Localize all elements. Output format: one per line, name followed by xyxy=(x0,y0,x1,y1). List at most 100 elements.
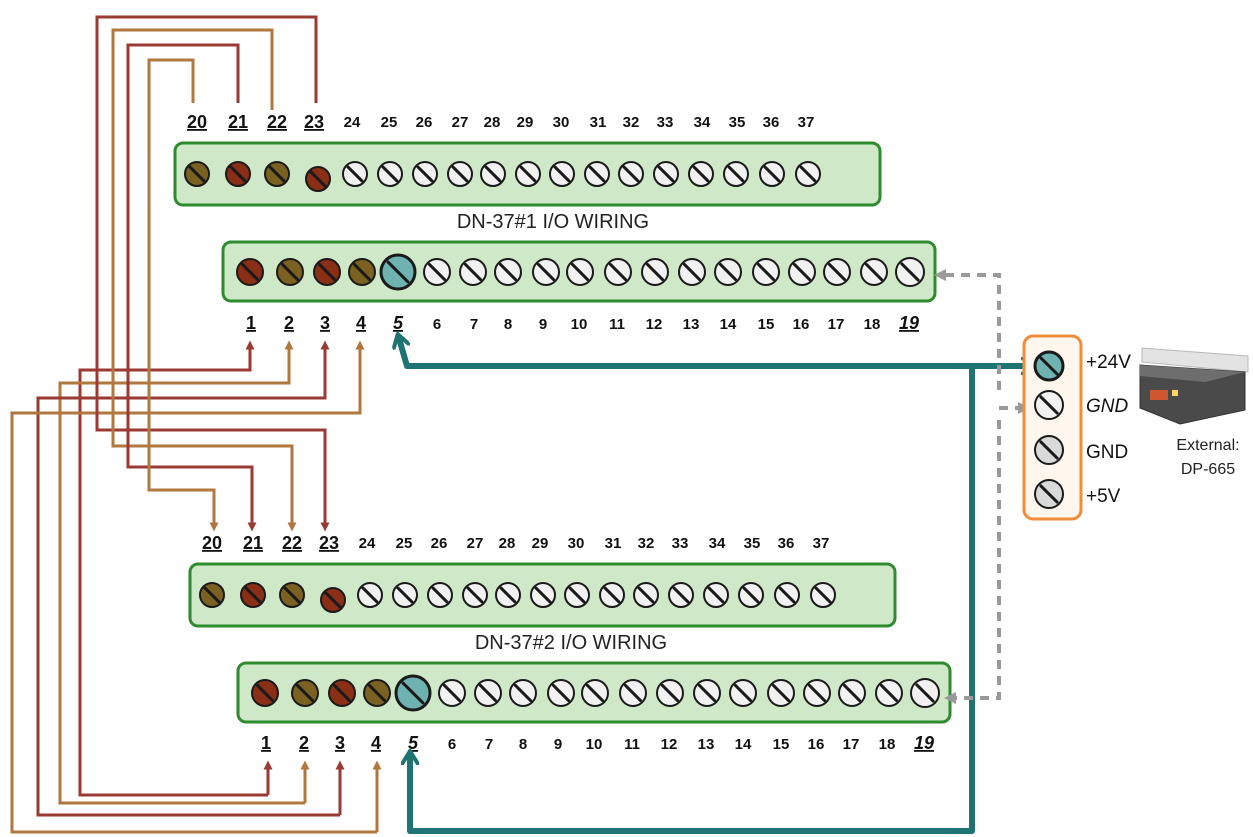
wire-b2p3-b1p21 xyxy=(36,340,340,817)
board-1-pin-label-36: 36 xyxy=(763,114,780,131)
wire-b1p20-b2p20 xyxy=(147,58,219,532)
board-2-terminal-30 xyxy=(564,582,590,608)
board-1-pin-label-7: 7 xyxy=(470,316,478,333)
power-block-frame xyxy=(1022,334,1083,521)
board-2-terminal-7 xyxy=(474,679,502,707)
wire-24v-b1p5 xyxy=(398,335,1033,369)
board-2-terminal-21 xyxy=(240,582,266,608)
board-1-terminal-11 xyxy=(604,258,632,286)
board-2-pin-label-26: 26 xyxy=(431,535,448,552)
wire-b1p23-b2p21 xyxy=(95,15,330,532)
dp665-top xyxy=(1140,365,1245,382)
board-2-terminal-32 xyxy=(633,582,659,608)
board-2-terminal-9 xyxy=(547,679,575,707)
board-2-pin-label-18: 18 xyxy=(879,736,896,753)
board-1-pin-label-11: 11 xyxy=(609,316,625,333)
board-2-pin-label-31: 31 xyxy=(605,535,622,552)
board-2-terminal-2 xyxy=(291,679,319,707)
power-terminal-1 xyxy=(1033,350,1065,382)
board-1-terminal-34 xyxy=(688,161,714,187)
board-2-terminal-29 xyxy=(530,582,556,608)
board-2-pin-label-2: 2 xyxy=(299,733,309,753)
board-1-pin-label-37: 37 xyxy=(798,114,815,131)
board-1-terminal-33 xyxy=(653,161,679,187)
board-2-pin-label-37: 37 xyxy=(813,535,830,552)
board-2-terminal-26 xyxy=(427,582,453,608)
board-1-pin-label-14: 14 xyxy=(720,316,737,333)
board-1-pin-label-27: 27 xyxy=(452,114,469,131)
board-2-pin-label-8: 8 xyxy=(519,736,527,753)
board-1-terminal-19 xyxy=(895,257,925,287)
board-1-pin-label-18: 18 xyxy=(864,316,881,333)
board-1-pin-label-8: 8 xyxy=(504,316,512,333)
board-2-terminal-25 xyxy=(392,582,418,608)
board-2-pin-label-4: 4 xyxy=(371,733,381,753)
board-1-terminal-31 xyxy=(584,161,610,187)
board-1-pin-label-4: 4 xyxy=(356,313,366,333)
board-2-pin-label-17: 17 xyxy=(843,736,860,753)
board-1-pin-label-20: 20 xyxy=(187,112,207,132)
power-label-gnd: GND xyxy=(1086,442,1128,463)
board-1-pin-label-23: 23 xyxy=(304,112,324,132)
board-2-terminal-36 xyxy=(774,582,800,608)
board-1-pin-label-12: 12 xyxy=(646,316,663,333)
gnd-wires xyxy=(934,269,1030,704)
board-1-pin-label-29: 29 xyxy=(517,114,534,131)
board-1-terminal-13 xyxy=(678,258,706,286)
board-1-pin-label-26: 26 xyxy=(416,114,433,131)
board-1-pin-label-31: 31 xyxy=(590,114,607,131)
board-2-terminal-10 xyxy=(581,679,609,707)
board-2-terminal-6 xyxy=(438,679,466,707)
board-2-terminal-5 xyxy=(394,674,432,712)
board-2-pin-label-3: 3 xyxy=(335,733,345,753)
board-1-terminal-23 xyxy=(305,166,331,192)
board-1-pin-label-10: 10 xyxy=(571,316,588,333)
board-1-pin-label-22: 22 xyxy=(267,112,287,132)
board-2-pin-label-9: 9 xyxy=(554,736,562,753)
dp665-connector xyxy=(1150,390,1168,400)
board-1-pin-label-5: 5 xyxy=(393,313,404,333)
board-2-pin-label-6: 6 xyxy=(448,736,456,753)
board-1-terminal-4 xyxy=(348,258,376,286)
board-1-terminal-28 xyxy=(480,161,506,187)
board-1-pin-label-21: 21 xyxy=(228,112,248,132)
board-2-pin-label-11: 11 xyxy=(624,736,640,753)
board-2-pin-label-16: 16 xyxy=(808,736,825,753)
board-1-terminal-20 xyxy=(184,161,210,187)
board-2-terminal-37 xyxy=(810,582,836,608)
board-1-pin-label-13: 13 xyxy=(683,316,700,333)
power-terminal-block: +24V GND GND +5V xyxy=(1022,334,1131,521)
dp665-bracket xyxy=(1141,347,1249,373)
board-2-terminal-17 xyxy=(838,679,866,707)
external-label: External: xyxy=(1176,437,1239,454)
board-1-pin-label-24: 24 xyxy=(344,114,361,131)
power-terminal-2 xyxy=(1034,390,1064,420)
board-1-pin-label-30: 30 xyxy=(553,114,570,131)
board-2-terminal-33 xyxy=(668,582,694,608)
board-2-terminal-11 xyxy=(619,679,647,707)
board-2-pin-label-34: 34 xyxy=(709,535,726,552)
wire-b2p1-b1p23 xyxy=(78,340,268,797)
board-1-terminal-21 xyxy=(225,161,251,187)
board-2-terminal-15 xyxy=(767,679,795,707)
wire-b1p21-b2p23 xyxy=(126,43,257,532)
board-2-terminal-23 xyxy=(320,587,346,613)
board-1-terminal-22 xyxy=(264,161,290,187)
board-2-pin-label-7: 7 xyxy=(485,736,493,753)
board-2-terminal-20 xyxy=(199,582,225,608)
board-1-terminal-14 xyxy=(714,258,742,286)
board-2-terminal-27 xyxy=(462,582,488,608)
board-2-pin-label-30: 30 xyxy=(568,535,585,552)
board-2-pin-label-21: 21 xyxy=(243,533,263,553)
wire-24v-b2p5 xyxy=(410,366,975,834)
board-2-pin-label-19: 19 xyxy=(914,733,934,753)
board-1-title: DN-37#1 I/O WIRING xyxy=(457,211,649,233)
power-label-gnd-italic: GND xyxy=(1086,396,1129,417)
board-1-terminal-1 xyxy=(236,258,264,286)
board-2-pin-label-36: 36 xyxy=(778,535,795,552)
board-1-terminal-10 xyxy=(566,258,594,286)
board-1-terminal-27 xyxy=(447,161,473,187)
